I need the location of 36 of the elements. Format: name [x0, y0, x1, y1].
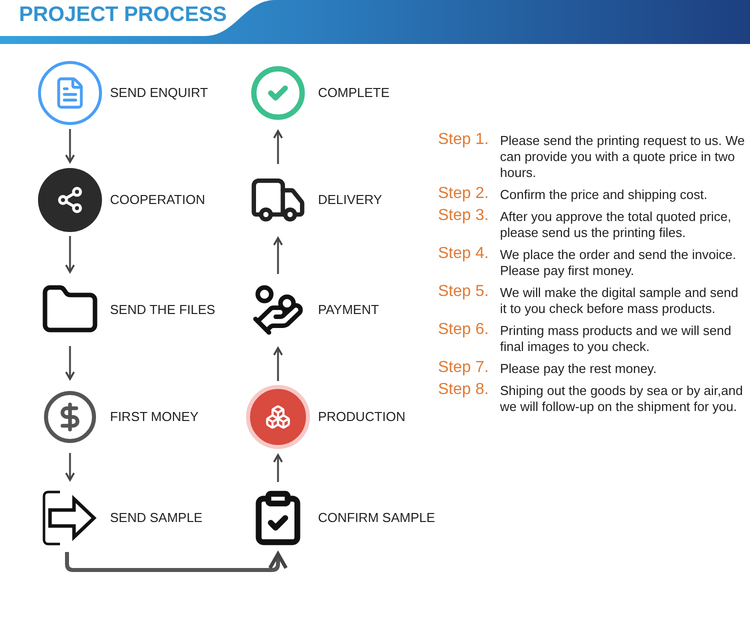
- step-description: Printing mass products and we will send final images to you check.: [500, 322, 732, 355]
- title: PROJECT PROCESS: [19, 3, 227, 27]
- step-name: PAYMENT: [318, 301, 379, 320]
- step-number: Step 4.: [438, 245, 490, 264]
- step-name: COMPLETE: [318, 84, 390, 102]
- step-number: Step 8.: [438, 381, 490, 400]
- step-name: FIRST MONEY: [110, 408, 199, 426]
- step-number: Step 2.: [438, 185, 490, 203]
- step-description: We place the order and send the invoice. Please pay first money.: [500, 246, 738, 279]
- step-name: PRODUCTION: [318, 408, 406, 426]
- arrow: [65, 129, 75, 163]
- step-description: Please pay the rest money.: [500, 360, 658, 377]
- step-number: Step 7.: [438, 359, 490, 377]
- step-description: Confirm the price and shipping cost.: [500, 186, 708, 203]
- arrow: [65, 453, 75, 481]
- arrow: [273, 454, 283, 482]
- step-name: CONFIRM SAMPLE: [318, 509, 436, 528]
- arrow: [65, 236, 75, 273]
- step-name: SEND SAMPLE: [110, 509, 202, 528]
- step-description: Please send the printing request to us. We can provide you with a quote price in two hours.: [500, 132, 746, 181]
- step-name: SEND THE FILES: [110, 301, 216, 320]
- arrow: [65, 346, 75, 380]
- step-number: Step 3.: [438, 207, 490, 226]
- arrow: [273, 237, 283, 274]
- step-name: DELIVERY: [318, 191, 382, 210]
- arrow: [65, 552, 288, 572]
- arrow: [273, 347, 283, 381]
- step-name: COOPERATION: [110, 191, 206, 210]
- step-name: SEND ENQUIRT: [110, 84, 208, 102]
- step-description: After you approve the total quoted price, please send us the printing files.: [500, 208, 732, 241]
- arrow: [273, 130, 283, 164]
- step-number: Step 6.: [438, 321, 490, 340]
- step-number: Step 1.: [438, 131, 490, 150]
- step-description: We will make the digital sample and send it to you check before mass products.: [500, 284, 740, 317]
- step-number: Step 5.: [438, 283, 490, 302]
- step-description: Shiping out the goods by sea or by air,and we will follow-up on the shipment for you.: [500, 382, 744, 415]
